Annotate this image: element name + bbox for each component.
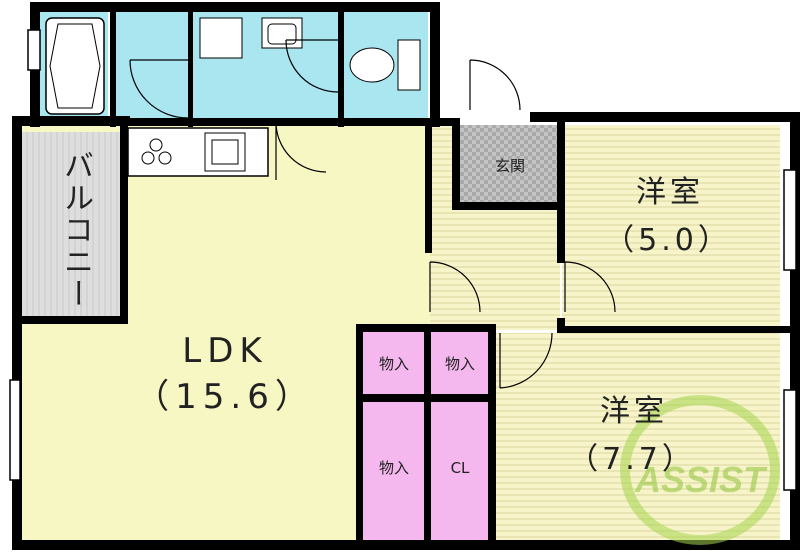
stove-burner-icon <box>149 138 163 152</box>
sink-icon <box>204 132 246 172</box>
stove-burner-icon <box>158 151 172 165</box>
balcony-floor <box>22 132 120 317</box>
bedroom2-name: 洋室 <box>600 394 668 429</box>
storage-a-floor <box>362 330 426 394</box>
bedroom1-name: 洋室 <box>636 175 704 210</box>
storage-c-label: 物入 <box>378 459 409 477</box>
bathtub-icon <box>45 17 105 115</box>
storage-a-label: 物入 <box>378 355 409 373</box>
ldk-size: （15.6） <box>135 377 315 417</box>
washbasin-icon <box>199 17 303 59</box>
balcony-label: バルコニー <box>58 150 93 310</box>
bedroom1-size: （5.0） <box>604 223 732 258</box>
bedroom2-size: （7.7） <box>568 442 696 477</box>
watermark-logo: ASSIST <box>620 395 780 545</box>
closet-label: CL <box>450 459 470 477</box>
ldk-name: LDK <box>182 331 268 371</box>
walls <box>12 2 800 550</box>
kitchen-counter <box>127 127 269 177</box>
stove-burner-icon <box>141 151 155 165</box>
storage-b-label: 物入 <box>444 355 475 373</box>
door-swings <box>129 39 616 389</box>
watermark-text: ASSIST <box>634 459 768 500</box>
windows <box>9 29 797 491</box>
entrance-floor <box>458 125 560 205</box>
closet-floor <box>430 402 490 542</box>
storage-b-floor <box>430 330 490 394</box>
toilet-icon <box>349 39 421 91</box>
storage-c-floor <box>362 402 426 542</box>
bedroom1-floor <box>562 125 780 328</box>
entrance-label: 玄関 <box>494 157 525 175</box>
